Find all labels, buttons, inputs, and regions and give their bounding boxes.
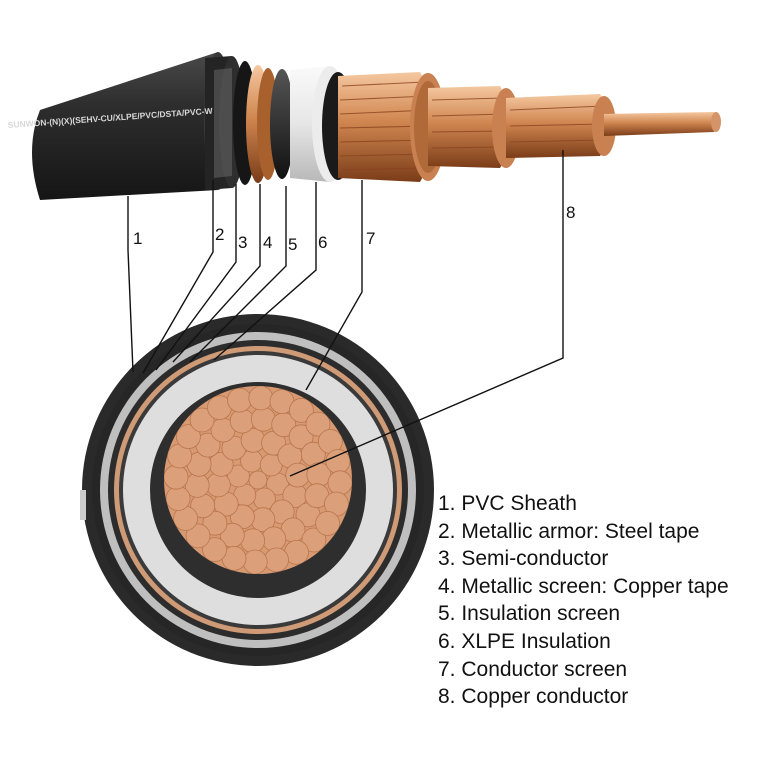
callout-1: 1 [133, 229, 142, 248]
leader-lines [127, 150, 564, 477]
copper-strand [229, 408, 255, 434]
leader-line-7 [305, 180, 363, 391]
leader-line-5 [189, 186, 287, 363]
copper-strand [264, 547, 289, 573]
leader-line-1 [127, 196, 134, 373]
callout-8: 8 [566, 203, 575, 222]
legend-item-insulation-screen: 5. Insulation screen [438, 602, 621, 626]
copper-strand [189, 407, 215, 433]
copper-strand [242, 549, 268, 574]
callout-6: 6 [318, 233, 327, 252]
leader-line-2 [142, 180, 214, 374]
layer-legend: 1. PVC Sheath 2. Metallic armor: Steel t… [438, 490, 729, 711]
leader-line-3 [155, 184, 237, 371]
copper-strand [325, 449, 351, 474]
cable-cross-section [80, 314, 434, 666]
callout-4: 4 [263, 233, 272, 252]
copper-strand [288, 424, 314, 450]
cable-side-view: SUNWON-(N)(X)(SEHV-CU/XLPE/PVC/DSTA/PVC-… [7, 52, 721, 200]
legend-item-pvc-sheath: 1. PVC Sheath [438, 492, 577, 515]
copper-strand [315, 511, 341, 536]
legend-item-semi-conductor: 3. Semi-conductor [438, 547, 609, 571]
pvc-sheath-side [32, 52, 218, 200]
copper-strand [205, 472, 231, 498]
callout-5: 5 [288, 235, 297, 254]
leader-line-6 [213, 182, 317, 361]
callout-numbers: 1 2 3 4 5 6 7 8 [133, 203, 575, 254]
legend-item-xlpe-insulation: 6. XLPE Insulation [438, 629, 611, 653]
copper-strand [285, 462, 311, 488]
leader-line-4 [172, 184, 261, 363]
copper-strand [175, 424, 201, 450]
copper-strand [288, 397, 314, 423]
callout-3: 3 [238, 233, 247, 252]
copper-strand [261, 526, 287, 552]
copper-strand [226, 464, 250, 488]
copper-strand [227, 387, 252, 413]
legend-item-metallic-screen: 4. Metallic screen: Copper tape [438, 574, 729, 598]
copper-strand [327, 470, 352, 496]
leader-line-8 [289, 150, 564, 477]
callout-2: 2 [215, 225, 224, 244]
legend-item-copper-conductor: 8. Copper conductor [438, 685, 629, 709]
copper-strand [164, 464, 189, 490]
callout-7: 7 [366, 229, 375, 248]
copper-strand [202, 510, 228, 536]
legend-item-conductor-screen: 7. Conductor screen [438, 657, 628, 681]
copper-strand [301, 527, 327, 553]
copper-strand [165, 486, 191, 511]
copper-strand [305, 411, 331, 437]
copper-strand [248, 386, 274, 411]
copper-strand [202, 537, 228, 562]
copper-strand [185, 523, 211, 549]
legend-item-metallic-armor: 2. Metallic armor: Steel tape [438, 519, 700, 543]
